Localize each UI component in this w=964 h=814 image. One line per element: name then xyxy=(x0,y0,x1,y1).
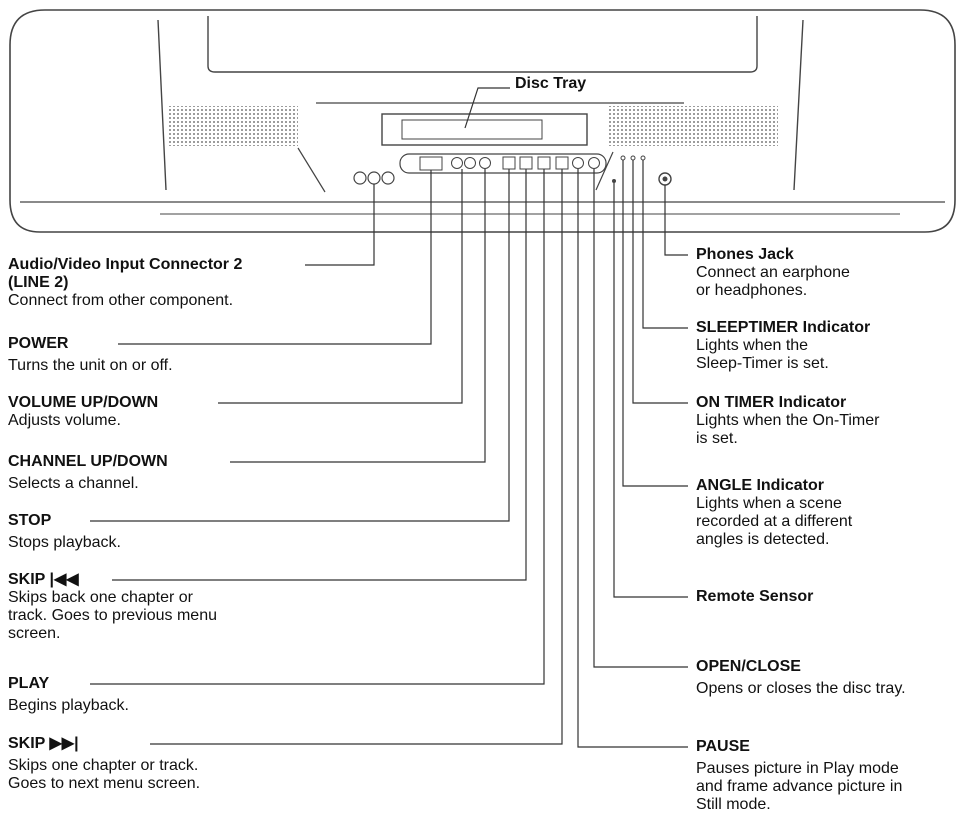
leader-pause xyxy=(577,169,688,748)
callout-skip-back: SKIP |◀◀ Skips back one chapter or track… xyxy=(8,571,217,643)
callout-title: PAUSE xyxy=(696,738,750,755)
volume-button-2 xyxy=(464,157,476,169)
leader-disc-tray xyxy=(464,87,510,129)
callout-title: Phones Jack xyxy=(696,246,794,263)
callout-title: POWER xyxy=(8,335,69,352)
av-jack-audio-r xyxy=(381,171,395,185)
screen-inner xyxy=(207,16,758,73)
skip-forward-button xyxy=(555,156,569,170)
callout-desc: Pauses picture in Play mode and frame ad… xyxy=(696,760,903,813)
power-button xyxy=(419,156,443,171)
phones-jack-inner xyxy=(662,176,668,182)
callout-remote-sensor: Remote Sensor xyxy=(696,588,813,606)
angle-indicator-led xyxy=(620,155,626,161)
speaker-curves xyxy=(297,147,614,193)
callout-volume: VOLUME UP/DOWN Adjusts volume. xyxy=(8,394,158,430)
callout-title: SLEEPTIMER Indicator xyxy=(696,319,871,336)
leader-volume xyxy=(218,169,463,404)
callout-phones-jack: Phones Jack Connect an earphone or headp… xyxy=(696,246,850,300)
callout-stop: STOP Stops playback. xyxy=(8,512,121,552)
callout-title: Remote Sensor xyxy=(696,588,814,605)
leader-sleeptimer xyxy=(642,160,688,329)
av-jack-video xyxy=(353,171,367,185)
leader-channel xyxy=(230,169,486,463)
callout-sleeptimer: SLEEPTIMER Indicator Lights when the Sle… xyxy=(696,319,870,373)
callout-play: PLAY Begins playback. xyxy=(8,675,129,715)
callout-skip-forward: SKIP ▶▶| Skips one chapter or track. Goe… xyxy=(8,735,200,793)
pause-button xyxy=(572,157,584,169)
av-jack-audio-l xyxy=(367,171,381,185)
skip-back-button xyxy=(519,156,533,170)
leader-remote-sensor xyxy=(613,183,688,598)
callout-desc: Lights when a scene recorded at a differ… xyxy=(696,495,853,548)
leader-stop xyxy=(90,169,510,522)
leader-skip-forward xyxy=(150,169,563,745)
callout-angle: ANGLE Indicator Lights when a scene reco… xyxy=(696,477,852,549)
screen-frame xyxy=(157,19,804,191)
right-speaker-grille xyxy=(608,106,778,146)
left-speaker-grille xyxy=(168,106,298,146)
callout-desc: Skips back one chapter or track. Goes to… xyxy=(8,589,217,642)
callout-title: VOLUME UP/DOWN xyxy=(8,394,159,411)
callout-desc: Stops playback. xyxy=(8,534,121,551)
callout-desc: Begins playback. xyxy=(8,697,129,714)
callout-av-input: Audio/Video Input Connector 2 (LINE 2) C… xyxy=(8,256,242,310)
channel-button xyxy=(479,157,491,169)
callout-title: SKIP ▶▶| xyxy=(8,735,79,752)
callout-title: STOP xyxy=(8,512,52,529)
stop-button xyxy=(502,156,516,170)
callout-on-timer: ON TIMER Indicator Lights when the On-Ti… xyxy=(696,394,879,448)
disc-tray-slot xyxy=(401,119,543,140)
leader-av-input xyxy=(305,184,375,266)
callout-desc: Adjusts volume. xyxy=(8,412,121,429)
callout-title: OPEN/CLOSE xyxy=(696,658,801,675)
callout-desc: Skips one chapter or track. Goes to next… xyxy=(8,757,201,792)
disc-tray-label: Disc Tray xyxy=(515,75,587,92)
play-button xyxy=(537,156,551,170)
on-timer-indicator-led xyxy=(630,155,636,161)
callout-desc: Turns the unit on or off. xyxy=(8,357,173,374)
leader-play xyxy=(90,169,545,685)
sleeptimer-indicator-led xyxy=(640,155,646,161)
callout-open-close: OPEN/CLOSE Opens or closes the disc tray… xyxy=(696,658,906,698)
leader-open-close xyxy=(593,169,688,668)
volume-button xyxy=(451,157,463,169)
remote-sensor xyxy=(612,179,616,183)
callout-desc: Selects a channel. xyxy=(8,475,139,492)
callout-desc: Lights when the On-Timer is set. xyxy=(696,412,880,447)
callout-title: ON TIMER Indicator xyxy=(696,394,847,411)
callout-desc: Connect from other component. xyxy=(8,292,234,309)
callout-desc: Connect an earphone or headphones. xyxy=(696,264,850,299)
callout-title: SKIP |◀◀ xyxy=(8,571,79,588)
callout-power: POWER Turns the unit on or off. xyxy=(8,335,173,375)
open-close-button xyxy=(588,157,600,169)
callout-channel: CHANNEL UP/DOWN Selects a channel. xyxy=(8,453,168,493)
callout-title: PLAY xyxy=(8,675,50,692)
leader-phones-jack xyxy=(664,185,688,256)
leader-skip-back xyxy=(112,169,527,581)
callout-title: Audio/Video Input Connector 2 (LINE 2) xyxy=(8,256,243,291)
leader-angle xyxy=(622,160,688,487)
callout-desc: Opens or closes the disc tray. xyxy=(696,680,906,697)
callout-desc: Lights when the Sleep-Timer is set. xyxy=(696,337,829,372)
callout-title: CHANNEL UP/DOWN xyxy=(8,453,168,470)
leader-power xyxy=(118,170,432,345)
callout-title: ANGLE Indicator xyxy=(696,477,825,494)
leader-on-timer xyxy=(632,160,688,404)
callout-pause: PAUSE Pauses picture in Play mode and fr… xyxy=(696,738,902,814)
